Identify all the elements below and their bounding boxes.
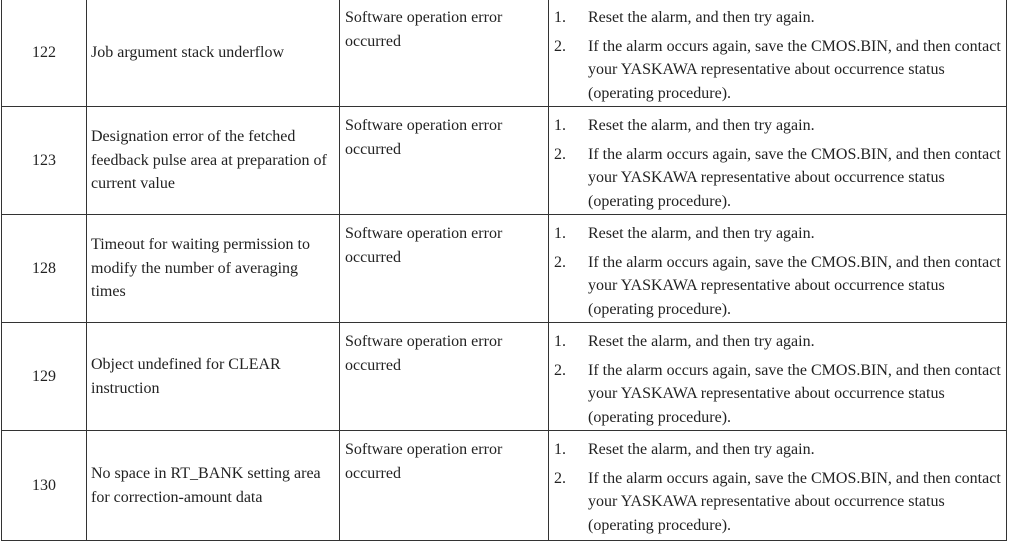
step-number: 2. — [554, 361, 566, 379]
step-number: 1. — [554, 441, 566, 458]
step-number: 2. — [554, 37, 566, 55]
step-number: 1. — [554, 117, 566, 134]
step-text: If the alarm occurs again, save the CMOS… — [588, 37, 1001, 102]
alarm-code: 129 — [1, 322, 87, 431]
table-row: 122 Job argument stack underflow Softwar… — [1, 0, 1007, 107]
remedy-step: 2. If the alarm occurs again, save the C… — [554, 143, 1002, 214]
step-text: Reset the alarm, and then try again. — [588, 117, 815, 134]
step-number: 1. — [554, 333, 566, 350]
remedy-step: 2. If the alarm occurs again, save the C… — [554, 467, 1002, 538]
alarm-cause: Software operation error occurred — [339, 430, 549, 541]
remedy-step: 1. Reset the alarm, and then try again. — [554, 438, 1002, 462]
step-number: 1. — [554, 9, 566, 26]
alarm-cause: Software operation error occurred — [339, 322, 549, 431]
alarm-remedy: 1. Reset the alarm, and then try again. … — [548, 430, 1007, 541]
alarm-table: 122 Job argument stack underflow Softwar… — [1, 0, 1007, 541]
alarm-description: Job argument stack underflow — [86, 0, 340, 107]
alarm-cause: Software operation error occurred — [339, 0, 549, 107]
alarm-code: 130 — [1, 430, 87, 541]
alarm-code: 123 — [1, 106, 87, 215]
alarm-remedy: 1. Reset the alarm, and then try again. … — [548, 322, 1007, 431]
remedy-step: 1. Reset the alarm, and then try again. — [554, 6, 1002, 30]
alarm-code: 122 — [1, 0, 87, 107]
remedy-step: 2. If the alarm occurs again, save the C… — [554, 251, 1002, 322]
alarm-code: 128 — [1, 214, 87, 323]
table-row: 128 Timeout for waiting permission to mo… — [1, 214, 1007, 323]
step-text: If the alarm occurs again, save the CMOS… — [588, 361, 1001, 426]
alarm-remedy: 1. Reset the alarm, and then try again. … — [548, 214, 1007, 323]
alarm-remedy: 1. Reset the alarm, and then try again. … — [548, 0, 1007, 107]
alarm-description: No space in RT_BANK setting area for cor… — [86, 430, 340, 541]
step-text: If the alarm occurs again, save the CMOS… — [588, 469, 1001, 534]
step-text: Reset the alarm, and then try again. — [588, 9, 815, 26]
table-row: 129 Object undefined for CLEAR instructi… — [1, 322, 1007, 431]
step-number: 1. — [554, 225, 566, 242]
table-row: 123 Designation error of the fetched fee… — [1, 106, 1007, 215]
step-text: Reset the alarm, and then try again. — [588, 225, 815, 242]
remedy-step: 1. Reset the alarm, and then try again. — [554, 330, 1002, 354]
table-row: 130 No space in RT_BANK setting area for… — [1, 430, 1007, 541]
step-number: 2. — [554, 145, 566, 163]
alarm-remedy: 1. Reset the alarm, and then try again. … — [548, 106, 1007, 215]
step-text: Reset the alarm, and then try again. — [588, 441, 815, 458]
step-number: 2. — [554, 469, 566, 487]
remedy-step: 2. If the alarm occurs again, save the C… — [554, 359, 1002, 430]
remedy-step: 1. Reset the alarm, and then try again. — [554, 222, 1002, 246]
step-text: If the alarm occurs again, save the CMOS… — [588, 253, 1001, 318]
alarm-description: Designation error of the fetched feedbac… — [86, 106, 340, 215]
step-number: 2. — [554, 253, 566, 271]
alarm-cause: Software operation error occurred — [339, 106, 549, 215]
alarm-description: Timeout for waiting permission to modify… — [86, 214, 340, 323]
remedy-step: 2. If the alarm occurs again, save the C… — [554, 35, 1002, 106]
alarm-description: Object undefined for CLEAR instruction — [86, 322, 340, 431]
alarm-cause: Software operation error occurred — [339, 214, 549, 323]
remedy-step: 1. Reset the alarm, and then try again. — [554, 114, 1002, 138]
step-text: If the alarm occurs again, save the CMOS… — [588, 145, 1001, 210]
step-text: Reset the alarm, and then try again. — [588, 333, 815, 350]
